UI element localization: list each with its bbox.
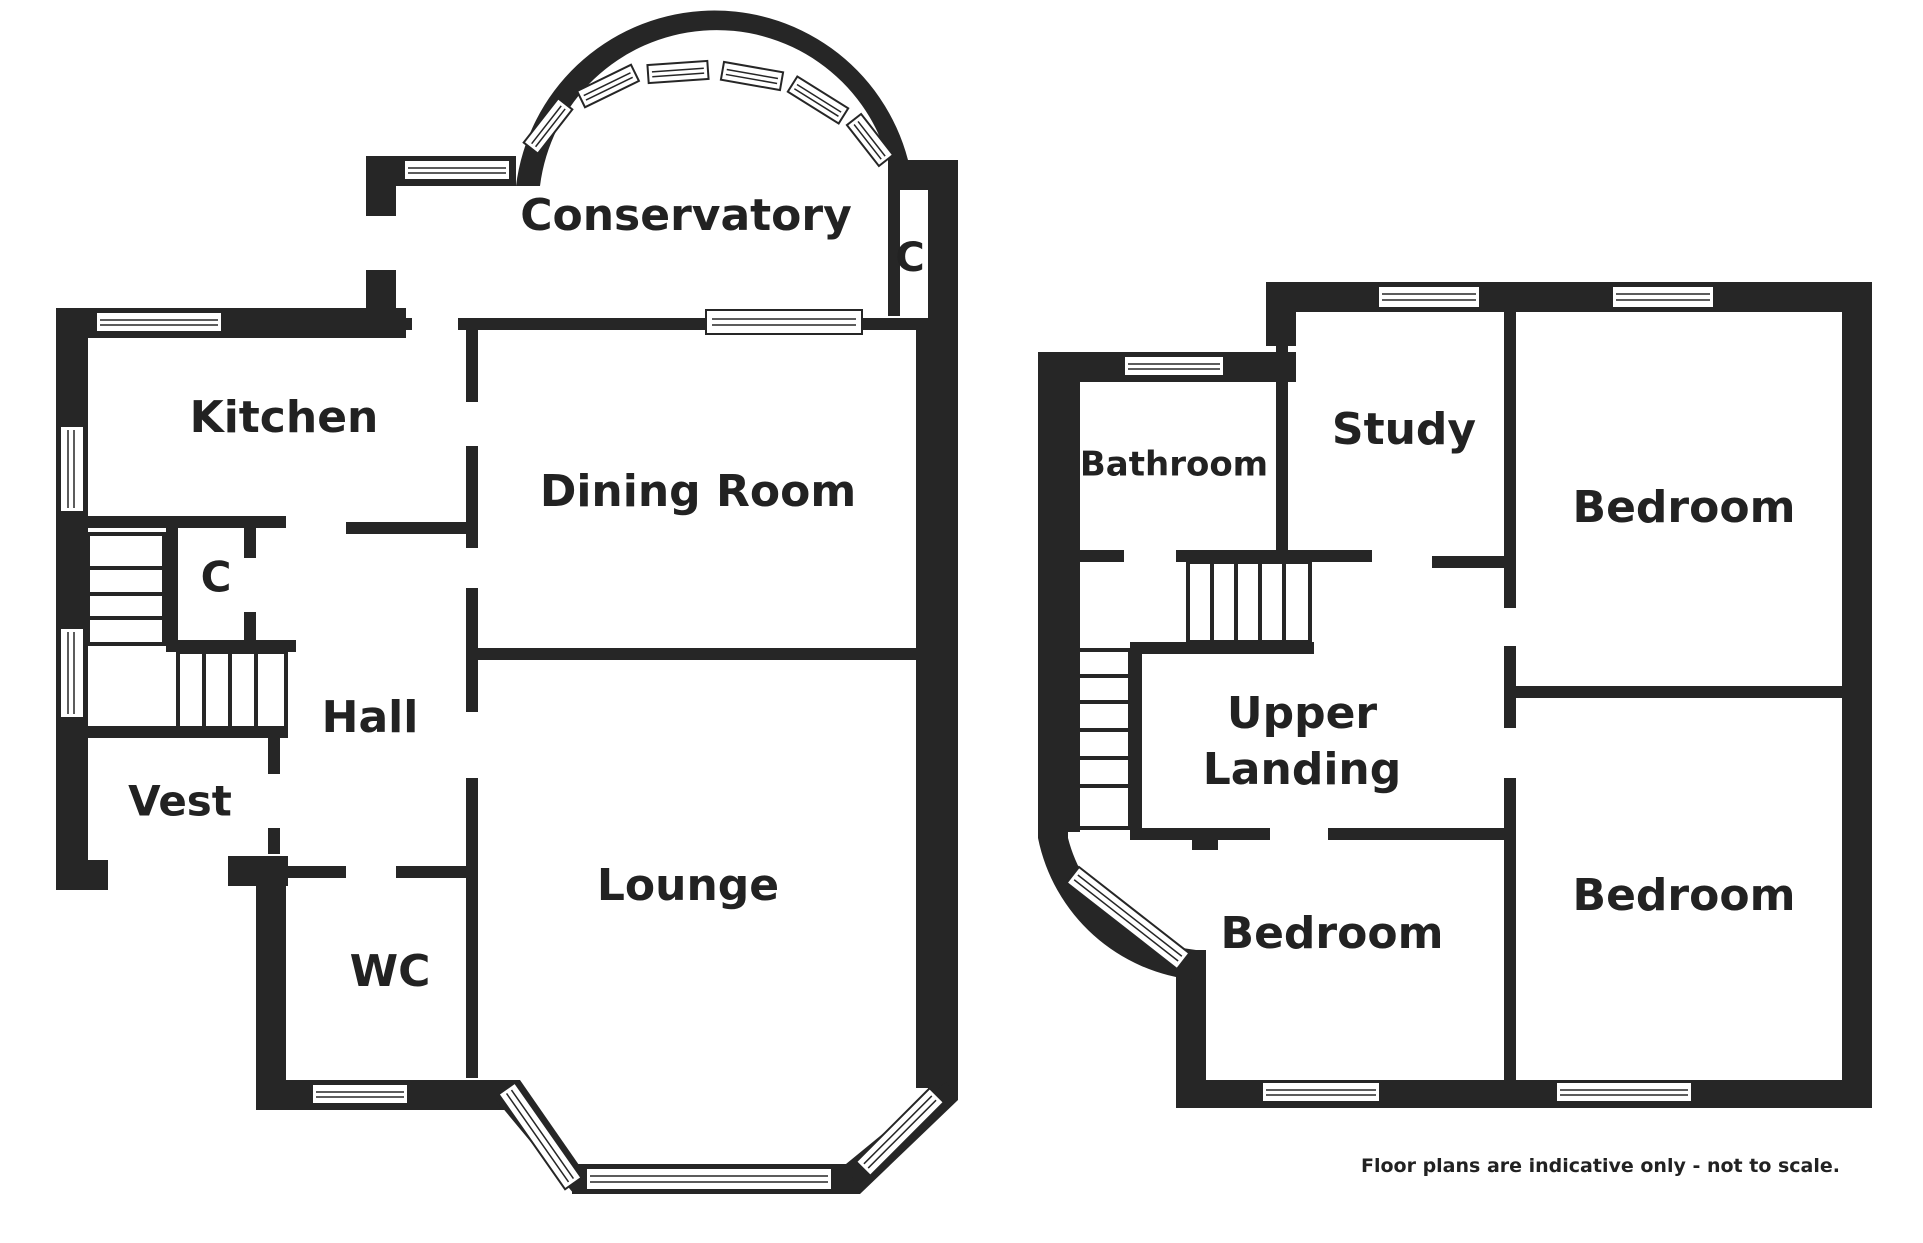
window-wc	[311, 1083, 409, 1105]
window-conservatory-bay-4	[719, 60, 785, 92]
room-label-upper-landing-line1: Upper	[1227, 688, 1378, 739]
room-label-upper-landing-line2: Landing	[1203, 744, 1401, 795]
room-label-dining-room: Dining Room	[540, 466, 856, 517]
window-bedroom-front-right	[1555, 1081, 1693, 1103]
ground-floor: Conservatory C Kitchen Dining Room C Hal…	[56, 10, 958, 1194]
ground-floor-stairs	[86, 532, 288, 730]
room-label-bedroom-front-left: Bedroom	[1221, 908, 1444, 959]
window-bedroom-bay	[1065, 865, 1191, 971]
first-floor-windows	[1123, 285, 1715, 1103]
window-lounge-bay-centre	[585, 1167, 833, 1191]
window-conservatory-bay-1	[522, 96, 574, 156]
room-label-lounge: Lounge	[597, 860, 779, 911]
ground-floor-windows	[59, 59, 946, 1191]
window-conservatory-bay-3	[646, 59, 710, 85]
room-label-conservatory-cupboard: C	[895, 235, 924, 281]
window-kitchen-top	[95, 311, 223, 333]
window-kitchen-side	[59, 425, 85, 513]
room-label-kitchen: Kitchen	[190, 392, 379, 443]
room-label-cupboard: C	[201, 553, 232, 602]
room-label-bedroom-front-right: Bedroom	[1573, 870, 1796, 921]
room-label-bedroom-rear-right: Bedroom	[1573, 482, 1796, 533]
window-conservatory-bay-5	[786, 75, 850, 125]
window-stairs-side	[59, 627, 85, 719]
room-label-bathroom: Bathroom	[1080, 445, 1268, 485]
room-label-wc: WC	[350, 946, 431, 997]
window-bedroom-rear	[1611, 285, 1715, 309]
window-conservatory-bay-6	[845, 112, 895, 168]
room-label-conservatory: Conservatory	[520, 190, 852, 241]
window-study	[1377, 285, 1481, 309]
room-label-vestibule: Vest	[128, 777, 232, 826]
conservatory-bay-wall	[516, 10, 908, 187]
first-floor-stairs	[1066, 560, 1312, 830]
room-label-hall: Hall	[322, 692, 419, 743]
window-conservatory-left	[403, 159, 511, 181]
window-bedroom-front-left	[1261, 1081, 1381, 1103]
first-floor: Bathroom Study Bedroom Upper Landing Bed…	[1038, 282, 1872, 1108]
window-lounge-bay-left	[497, 1081, 583, 1191]
room-label-study: Study	[1332, 404, 1476, 455]
window-lounge-bay-right	[854, 1086, 946, 1178]
window-bathroom	[1123, 355, 1225, 377]
window-conservatory-bay-2	[575, 63, 641, 109]
disclaimer-text: Floor plans are indicative only - not to…	[1361, 1155, 1840, 1177]
window-dining-top	[705, 309, 863, 335]
